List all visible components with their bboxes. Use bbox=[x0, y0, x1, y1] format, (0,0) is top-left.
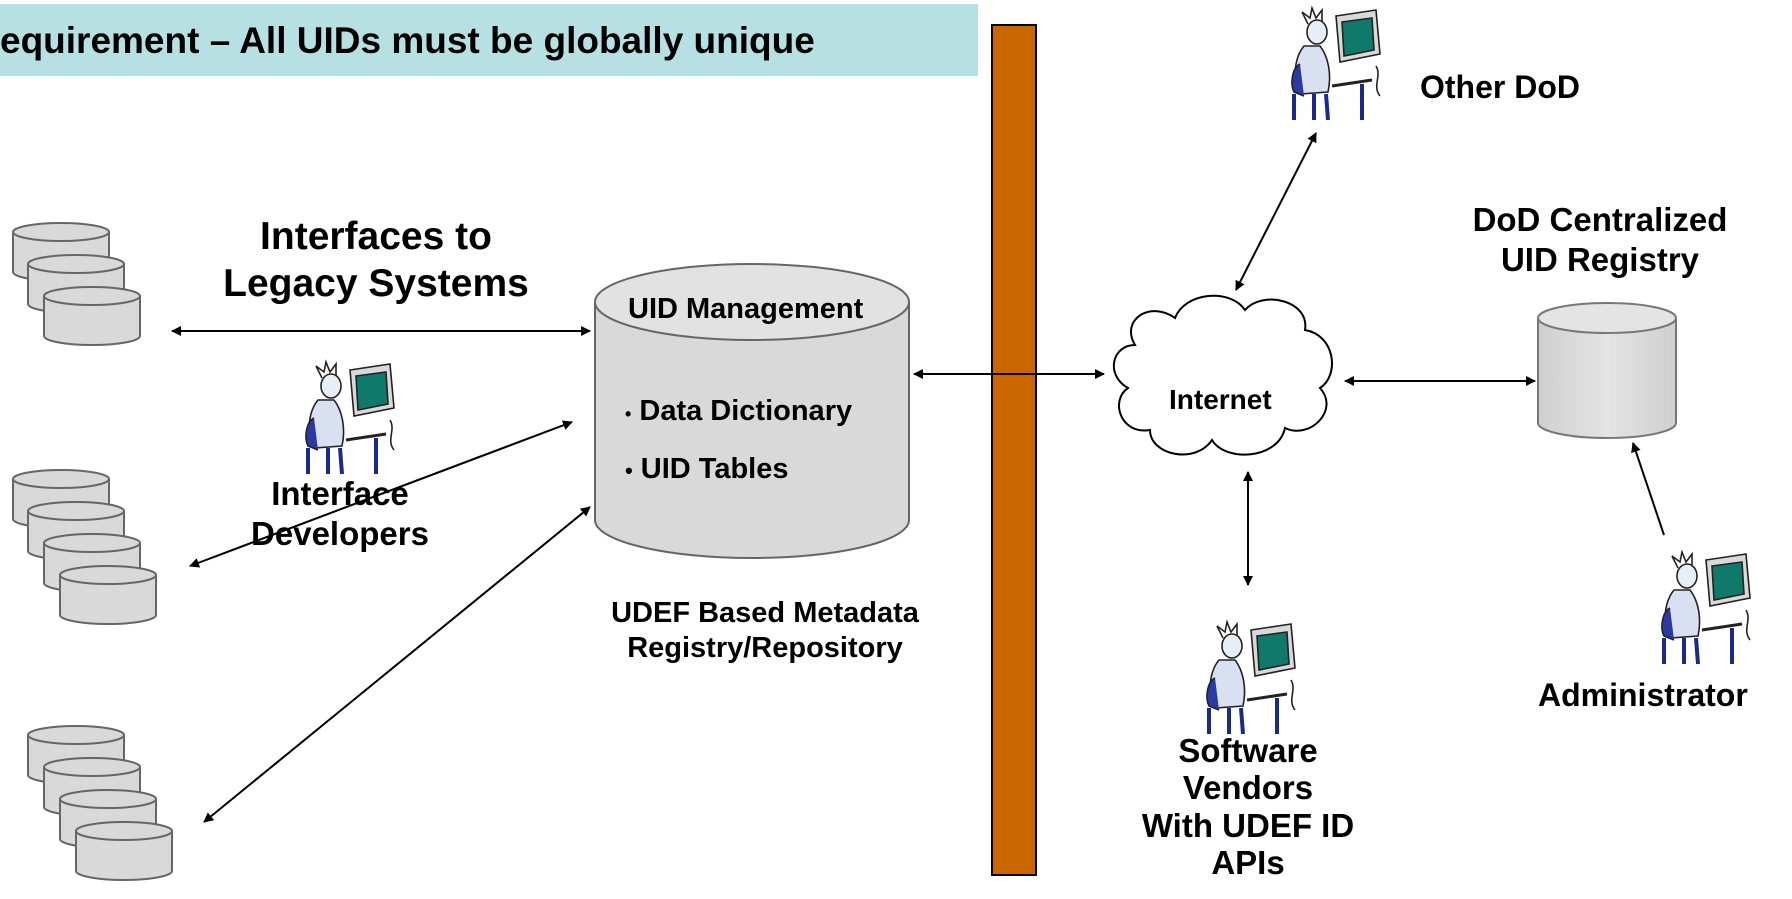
requirement-banner: equirement – All UIDs must be globally u… bbox=[0, 4, 978, 76]
uid-tables-item: • UID Tables bbox=[625, 453, 789, 485]
software-vendors-label: Software Vendors With UDEF ID APIs bbox=[1141, 732, 1355, 881]
interface-developers-label: Interface Developers bbox=[251, 475, 429, 552]
legacy-database-stack-1 bbox=[12, 222, 141, 346]
dod-registry-cylinder bbox=[1537, 302, 1677, 439]
connector-arrows bbox=[171, 132, 1665, 823]
person-at-computer-icon-admin bbox=[1661, 549, 1751, 665]
cloud-icon bbox=[1112, 294, 1333, 456]
internet-label: Internet bbox=[1169, 384, 1272, 415]
person-at-computer-icon-vendors bbox=[1206, 619, 1296, 735]
dod-registry-label: DoD Centralized UID Registry bbox=[1472, 201, 1728, 278]
uid-management-cylinder bbox=[594, 263, 910, 559]
data-dictionary-item: • Data Dictionary bbox=[625, 395, 853, 427]
uid-management-label: UID Management bbox=[628, 293, 864, 325]
firewall-bar bbox=[991, 24, 1037, 876]
arrow-internet-otherdod bbox=[1235, 132, 1317, 291]
requirement-text: equirement – All UIDs must be globally u… bbox=[0, 20, 815, 61]
arrow-admin-registry bbox=[1631, 442, 1665, 536]
arrow-legacy-3 bbox=[203, 506, 591, 823]
other-dod-label: Other DoD bbox=[1420, 69, 1580, 105]
administrator-label: Administrator bbox=[1538, 677, 1748, 713]
legacy-database-stack-3 bbox=[27, 725, 173, 881]
person-at-computer-icon-other-dod bbox=[1291, 5, 1381, 121]
interfaces-label: Interfaces to Legacy Systems bbox=[223, 215, 529, 305]
udef-registry-label: UDEF Based Metadata Registry/Repository bbox=[611, 597, 919, 664]
legacy-database-stack-2 bbox=[12, 469, 157, 625]
person-at-computer-icon bbox=[305, 359, 395, 475]
